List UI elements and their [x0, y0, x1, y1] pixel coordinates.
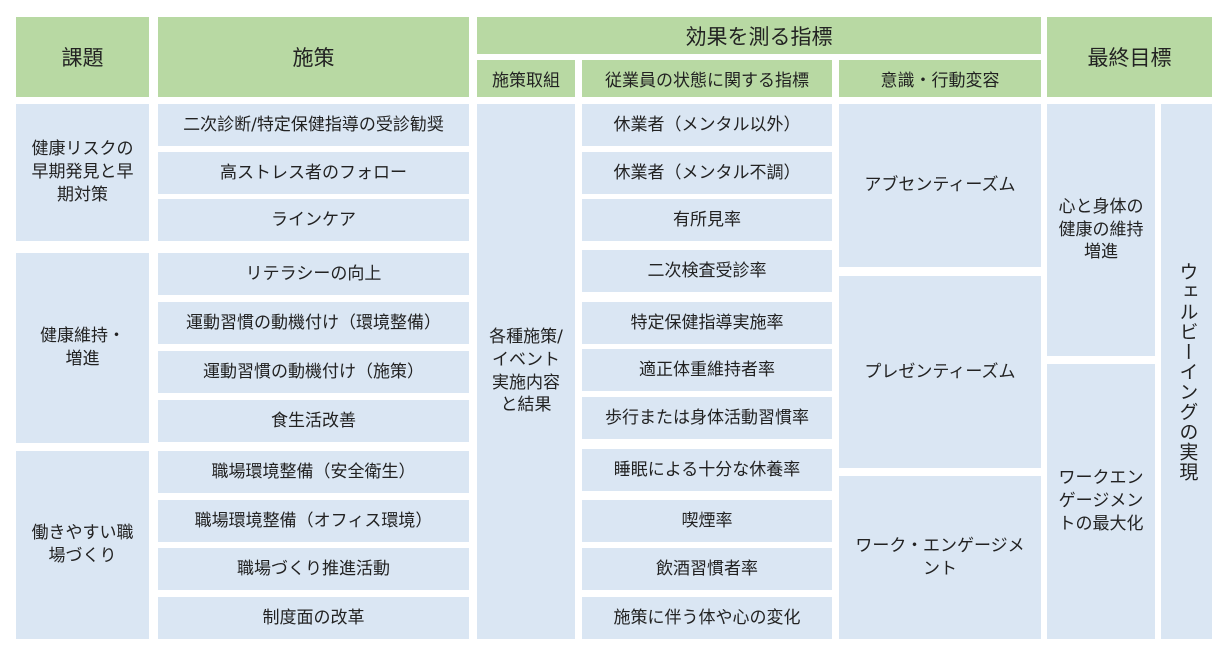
measure-item: 二次診断/特定保健指導の受診勧奨 [158, 104, 469, 146]
header-sub-employee-state: 従業員の状態に関する指標 [582, 60, 832, 97]
awareness-work-engagement: ワーク・エンゲージメント [839, 476, 1041, 639]
header-sub-initiative: 施策取組 [477, 60, 575, 97]
measure-item: 運動習慣の動機付け（環境整備） [158, 302, 469, 344]
measure-item: 職場環境整備（安全衛生） [158, 451, 469, 493]
measure-item: リテラシーの向上 [158, 253, 469, 295]
measure-item: 高ストレス者のフォロー [158, 152, 469, 194]
employee-indicator: 適正体重維持者率 [582, 349, 832, 391]
header-indicator: 効果を測る指標 [477, 17, 1041, 54]
measure-item: 職場環境整備（オフィス環境） [158, 500, 469, 542]
header-sub-awareness: 意識・行動変容 [839, 60, 1041, 97]
employee-indicator: 休業者（メンタル不調） [582, 152, 832, 194]
employee-indicator: 二次検査受診率 [582, 250, 832, 292]
issue-early-detection: 健康リスクの早期発見と早期対策 [16, 104, 149, 241]
issue-workplace: 働きやすい職場づくり [16, 451, 149, 639]
employee-indicator: 睡眠による十分な休養率 [582, 449, 832, 491]
employee-indicator: 喫煙率 [582, 500, 832, 542]
employee-indicator: 飲酒習慣者率 [582, 548, 832, 590]
employee-indicator: 歩行または身体活動習慣率 [582, 397, 832, 439]
employee-indicator: 特定保健指導実施率 [582, 302, 832, 344]
ultimate-goal-wellbeing: ウェルビーイングの実現 [1161, 104, 1212, 639]
goal-health: 心と身体の健康の維持増進 [1047, 104, 1155, 356]
measure-item: 食生活改善 [158, 400, 469, 442]
header-final-goal: 最終目標 [1047, 17, 1212, 97]
measure-item: 職場づくり推進活動 [158, 548, 469, 590]
header-measure: 施策 [158, 17, 469, 97]
ultimate-goal-label: ウェルビーイングの実現 [1176, 261, 1199, 482]
initiative-results: 各種施策/イベント実施内容と結果 [477, 104, 575, 639]
measure-item: 運動習慣の動機付け（施策） [158, 351, 469, 393]
employee-indicator: 休業者（メンタル以外） [582, 104, 832, 146]
measure-item: 制度面の改革 [158, 597, 469, 639]
header-issue: 課題 [16, 17, 149, 97]
issue-health-maintenance: 健康維持・増進 [16, 253, 149, 443]
measure-item: ラインケア [158, 199, 469, 241]
goal-engagement: ワークエンゲージメントの最大化 [1047, 364, 1155, 639]
awareness-absenteeism: アブセンティーズム [839, 104, 1041, 267]
awareness-presenteeism: プレゼンティーズム [839, 276, 1041, 468]
employee-indicator: 施策に伴う体や心の変化 [582, 597, 832, 639]
employee-indicator: 有所見率 [582, 199, 832, 241]
